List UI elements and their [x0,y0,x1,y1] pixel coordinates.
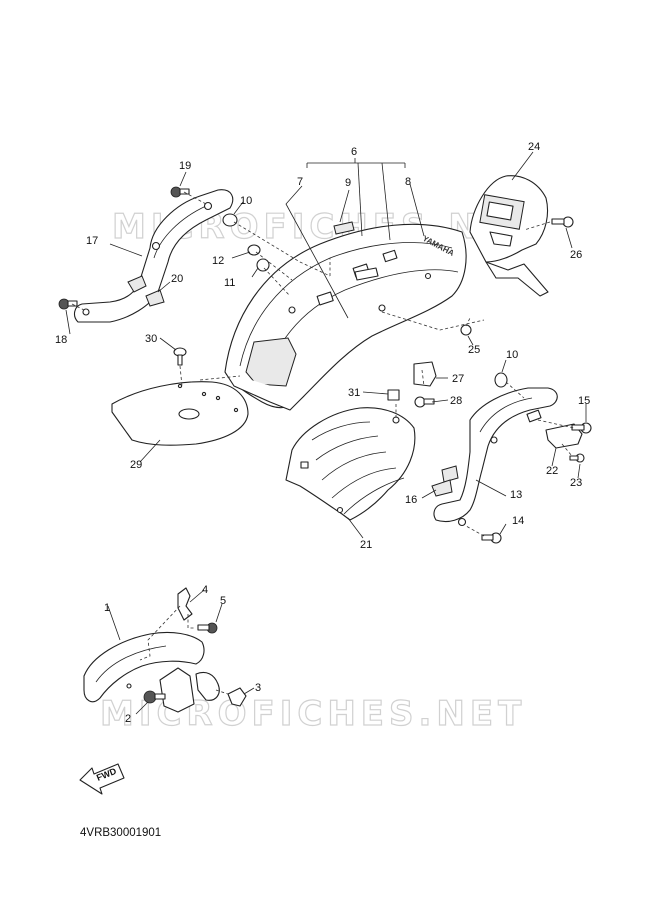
damper-10-right [494,372,508,388]
callout-19: 19 [179,160,191,172]
stay-3 [227,687,247,707]
callout-20: 20 [171,273,183,285]
callout-17: 17 [86,235,98,247]
callout-28: 28 [450,395,462,407]
callout-24: 24 [528,141,540,153]
nut-25 [460,324,472,336]
callout-31: 31 [348,387,360,399]
inner-fender-21 [285,407,416,521]
pad-20 [145,289,165,307]
fasteners [58,186,592,704]
callout-26: 26 [570,249,582,261]
callout-7: 7 [297,176,303,188]
forward-arrow-icon: FWD [79,763,125,795]
front-fender [83,631,220,713]
callout-2: 2 [125,713,131,725]
decal-6 [354,267,379,281]
callout-labels: 1 2 3 4 5 6 7 8 9 10 10 11 12 13 14 15 1… [55,141,590,725]
callout-6: 6 [351,146,357,158]
callout-10-right: 10 [506,349,518,361]
bracket-27 [413,361,437,387]
callout-15: 15 [578,395,590,407]
damper-10-left [222,213,238,227]
rear-fender: YAMAHA [224,223,467,411]
pad-16 [431,479,453,497]
callout-27: 27 [452,373,464,385]
callout-16: 16 [405,494,417,506]
callout-3: 3 [255,682,261,694]
callout-14: 14 [512,515,524,527]
diagram-code: 4VRB30001901 [80,827,161,839]
callout-5: 5 [220,595,226,607]
decal-9 [333,221,355,235]
assembly-lines [71,191,575,695]
callout-22: 22 [546,465,558,477]
callout-9: 9 [345,177,351,189]
callout-18: 18 [55,334,67,346]
nut-31 [387,389,400,401]
callout-13: 13 [510,489,522,501]
callout-12: 12 [212,255,224,267]
callout-8: 8 [405,176,411,188]
nut-11 [256,258,270,272]
leader-lines [65,151,587,715]
tail-light-assembly [469,175,549,297]
callout-1: 1 [104,602,110,614]
callout-10-left: 10 [240,195,252,207]
callout-29: 29 [130,459,142,471]
stay-4 [177,587,193,621]
grab-rail-left-17 [73,189,234,323]
callout-11: 11 [224,277,235,289]
callout-25: 25 [468,344,480,356]
callout-30: 30 [145,333,157,345]
callout-23: 23 [570,477,582,489]
mud-flap-29 [111,381,249,446]
grab-rail-right-13 [433,387,558,527]
callout-4: 4 [202,584,208,596]
callout-21: 21 [360,539,372,551]
